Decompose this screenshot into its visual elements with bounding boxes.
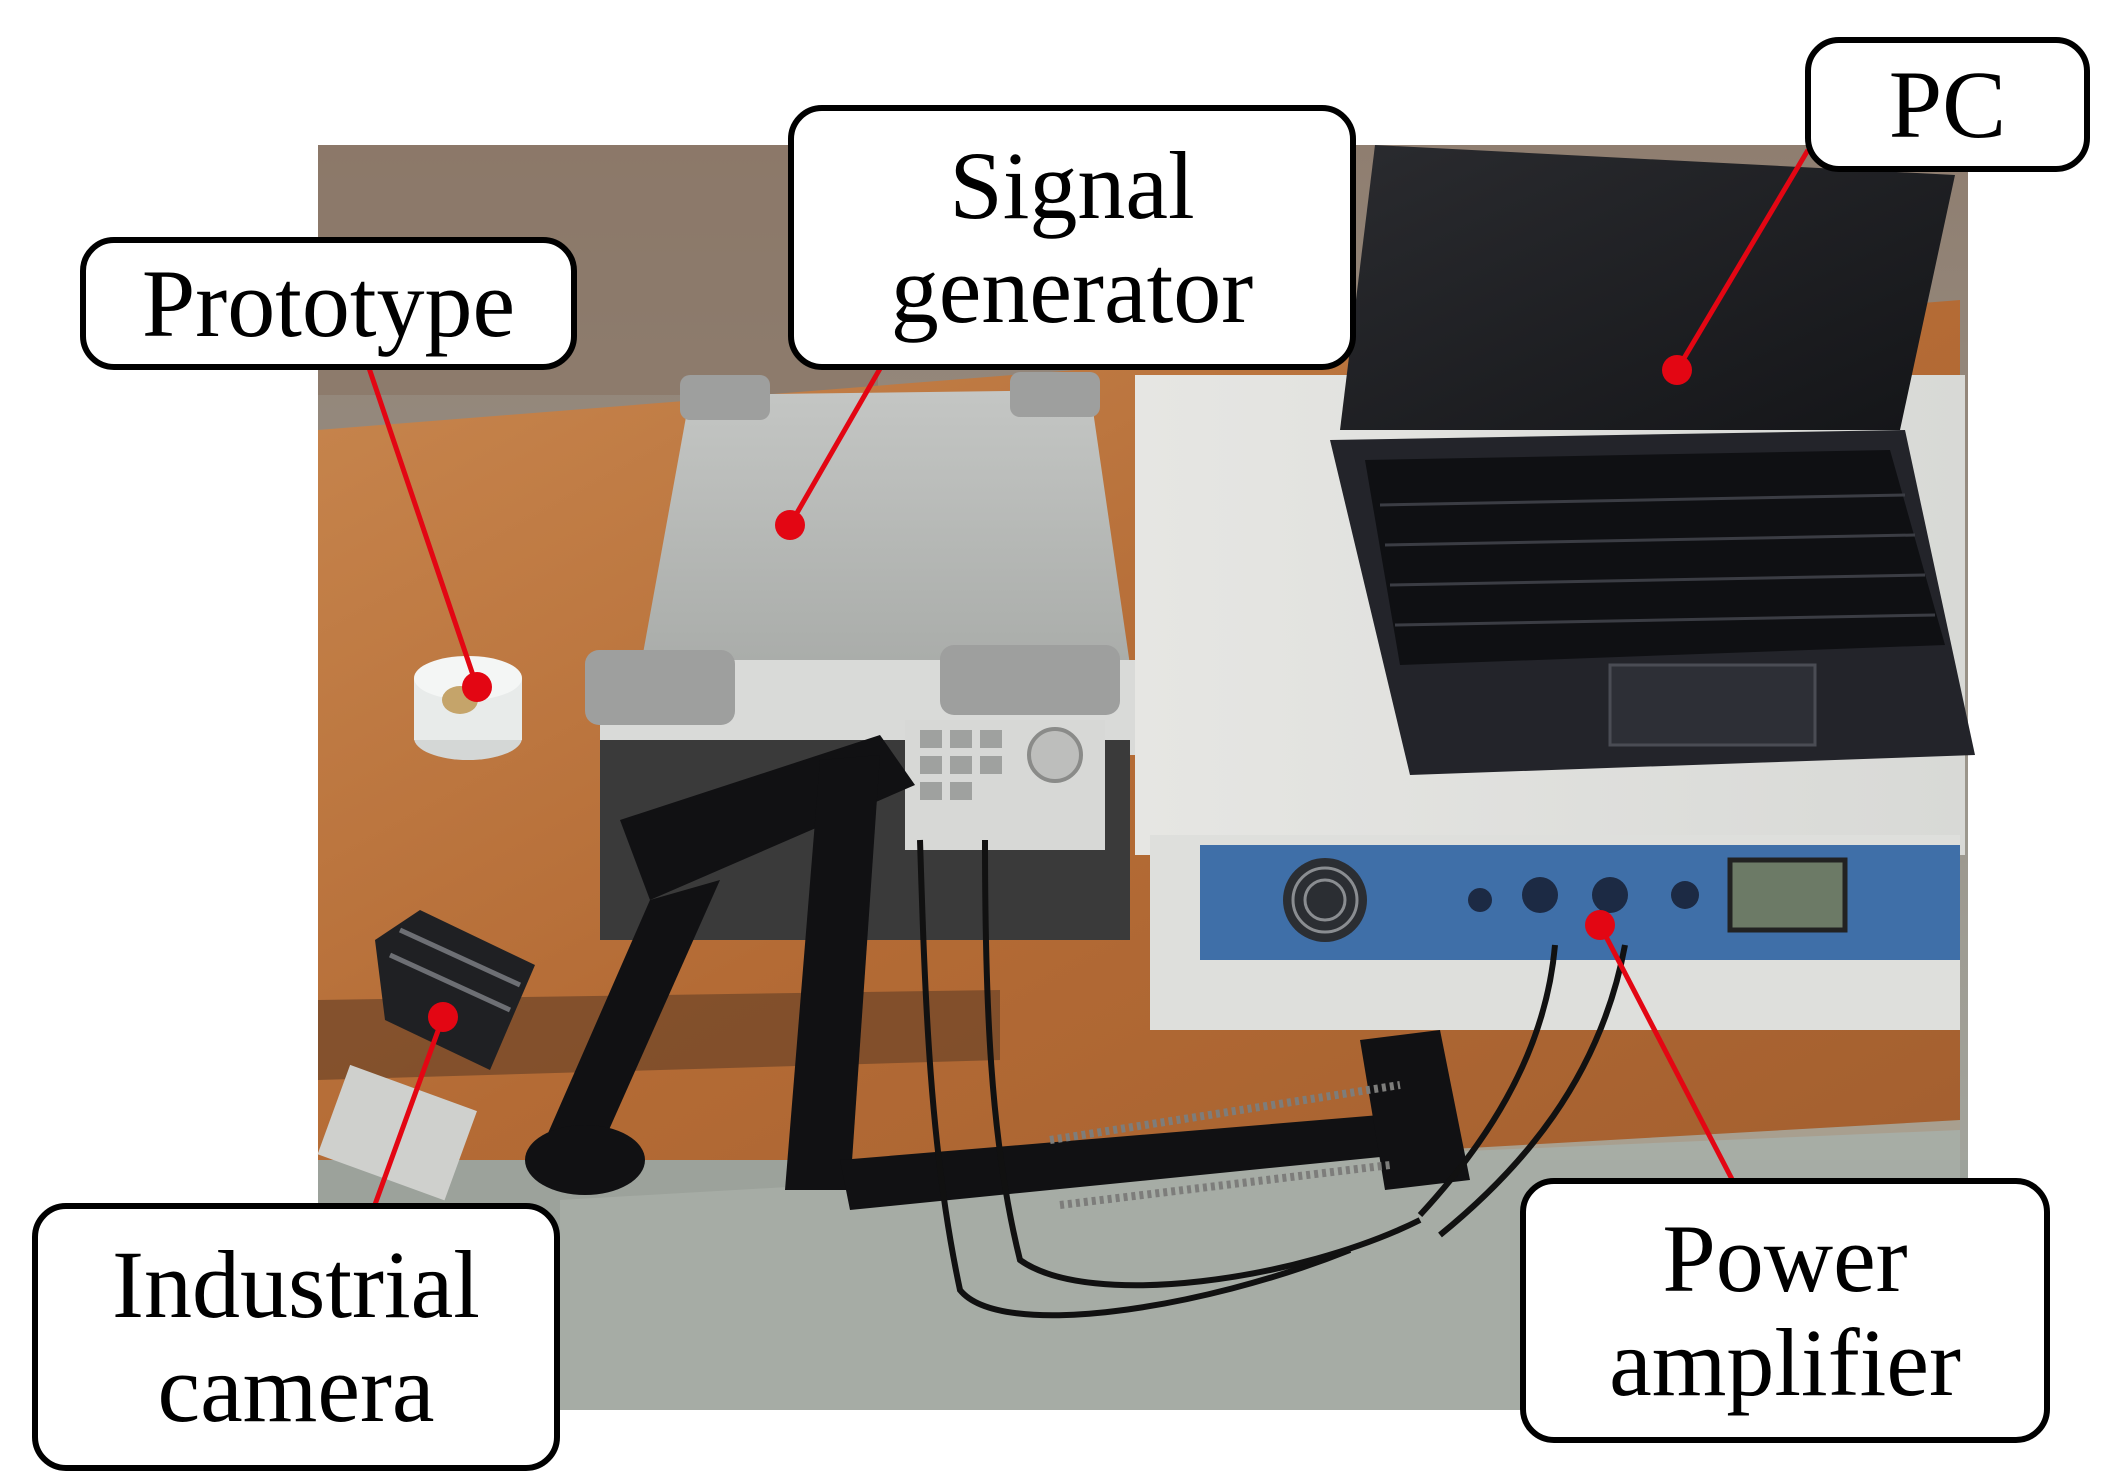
springs bbox=[1049, 1081, 1401, 1209]
leader-line-industrial-camera bbox=[370, 1016, 446, 1211]
label-industrial-camera-line2: camera bbox=[157, 1335, 435, 1442]
leader-dots bbox=[428, 355, 1692, 1032]
leader-dot-power-amplifier bbox=[1585, 910, 1615, 940]
industrial-camera-object bbox=[317, 910, 535, 1201]
prototype-object bbox=[414, 656, 522, 760]
leader-line-power-amplifier bbox=[1597, 923, 1738, 1187]
label-industrial-camera-line1: Industrial bbox=[112, 1231, 480, 1339]
cables bbox=[917, 839, 1628, 1319]
label-signal-generator: Signal generator bbox=[788, 105, 1356, 370]
label-prototype-line1: Prototype bbox=[141, 249, 516, 357]
camera-stand bbox=[525, 735, 1470, 1210]
label-pc-line1: PC bbox=[1888, 50, 2007, 158]
leader-lines bbox=[365, 148, 1811, 1211]
leader-line-prototype bbox=[365, 364, 480, 688]
label-prototype: Prototype bbox=[80, 237, 577, 370]
laptop-pc bbox=[1330, 145, 1975, 775]
label-power-amplifier-line2: amplifier bbox=[1609, 1308, 1961, 1416]
label-signal-generator-line2: generator bbox=[890, 235, 1254, 343]
leader-dot-signal-generator bbox=[775, 510, 805, 540]
label-pc: PC bbox=[1805, 37, 2090, 172]
leader-line-signal-generator bbox=[787, 358, 888, 527]
leader-line-pc bbox=[1674, 148, 1811, 372]
leader-dot-industrial-camera bbox=[428, 1002, 458, 1032]
label-power-amplifier-line1: Power bbox=[1662, 1204, 1908, 1312]
label-power-amplifier: Power amplifier bbox=[1520, 1178, 2050, 1443]
label-industrial-camera: Industrial camera bbox=[32, 1203, 560, 1471]
leader-dot-pc bbox=[1662, 355, 1692, 385]
label-signal-generator-line1: Signal bbox=[949, 131, 1195, 239]
leader-dot-prototype bbox=[462, 672, 492, 702]
